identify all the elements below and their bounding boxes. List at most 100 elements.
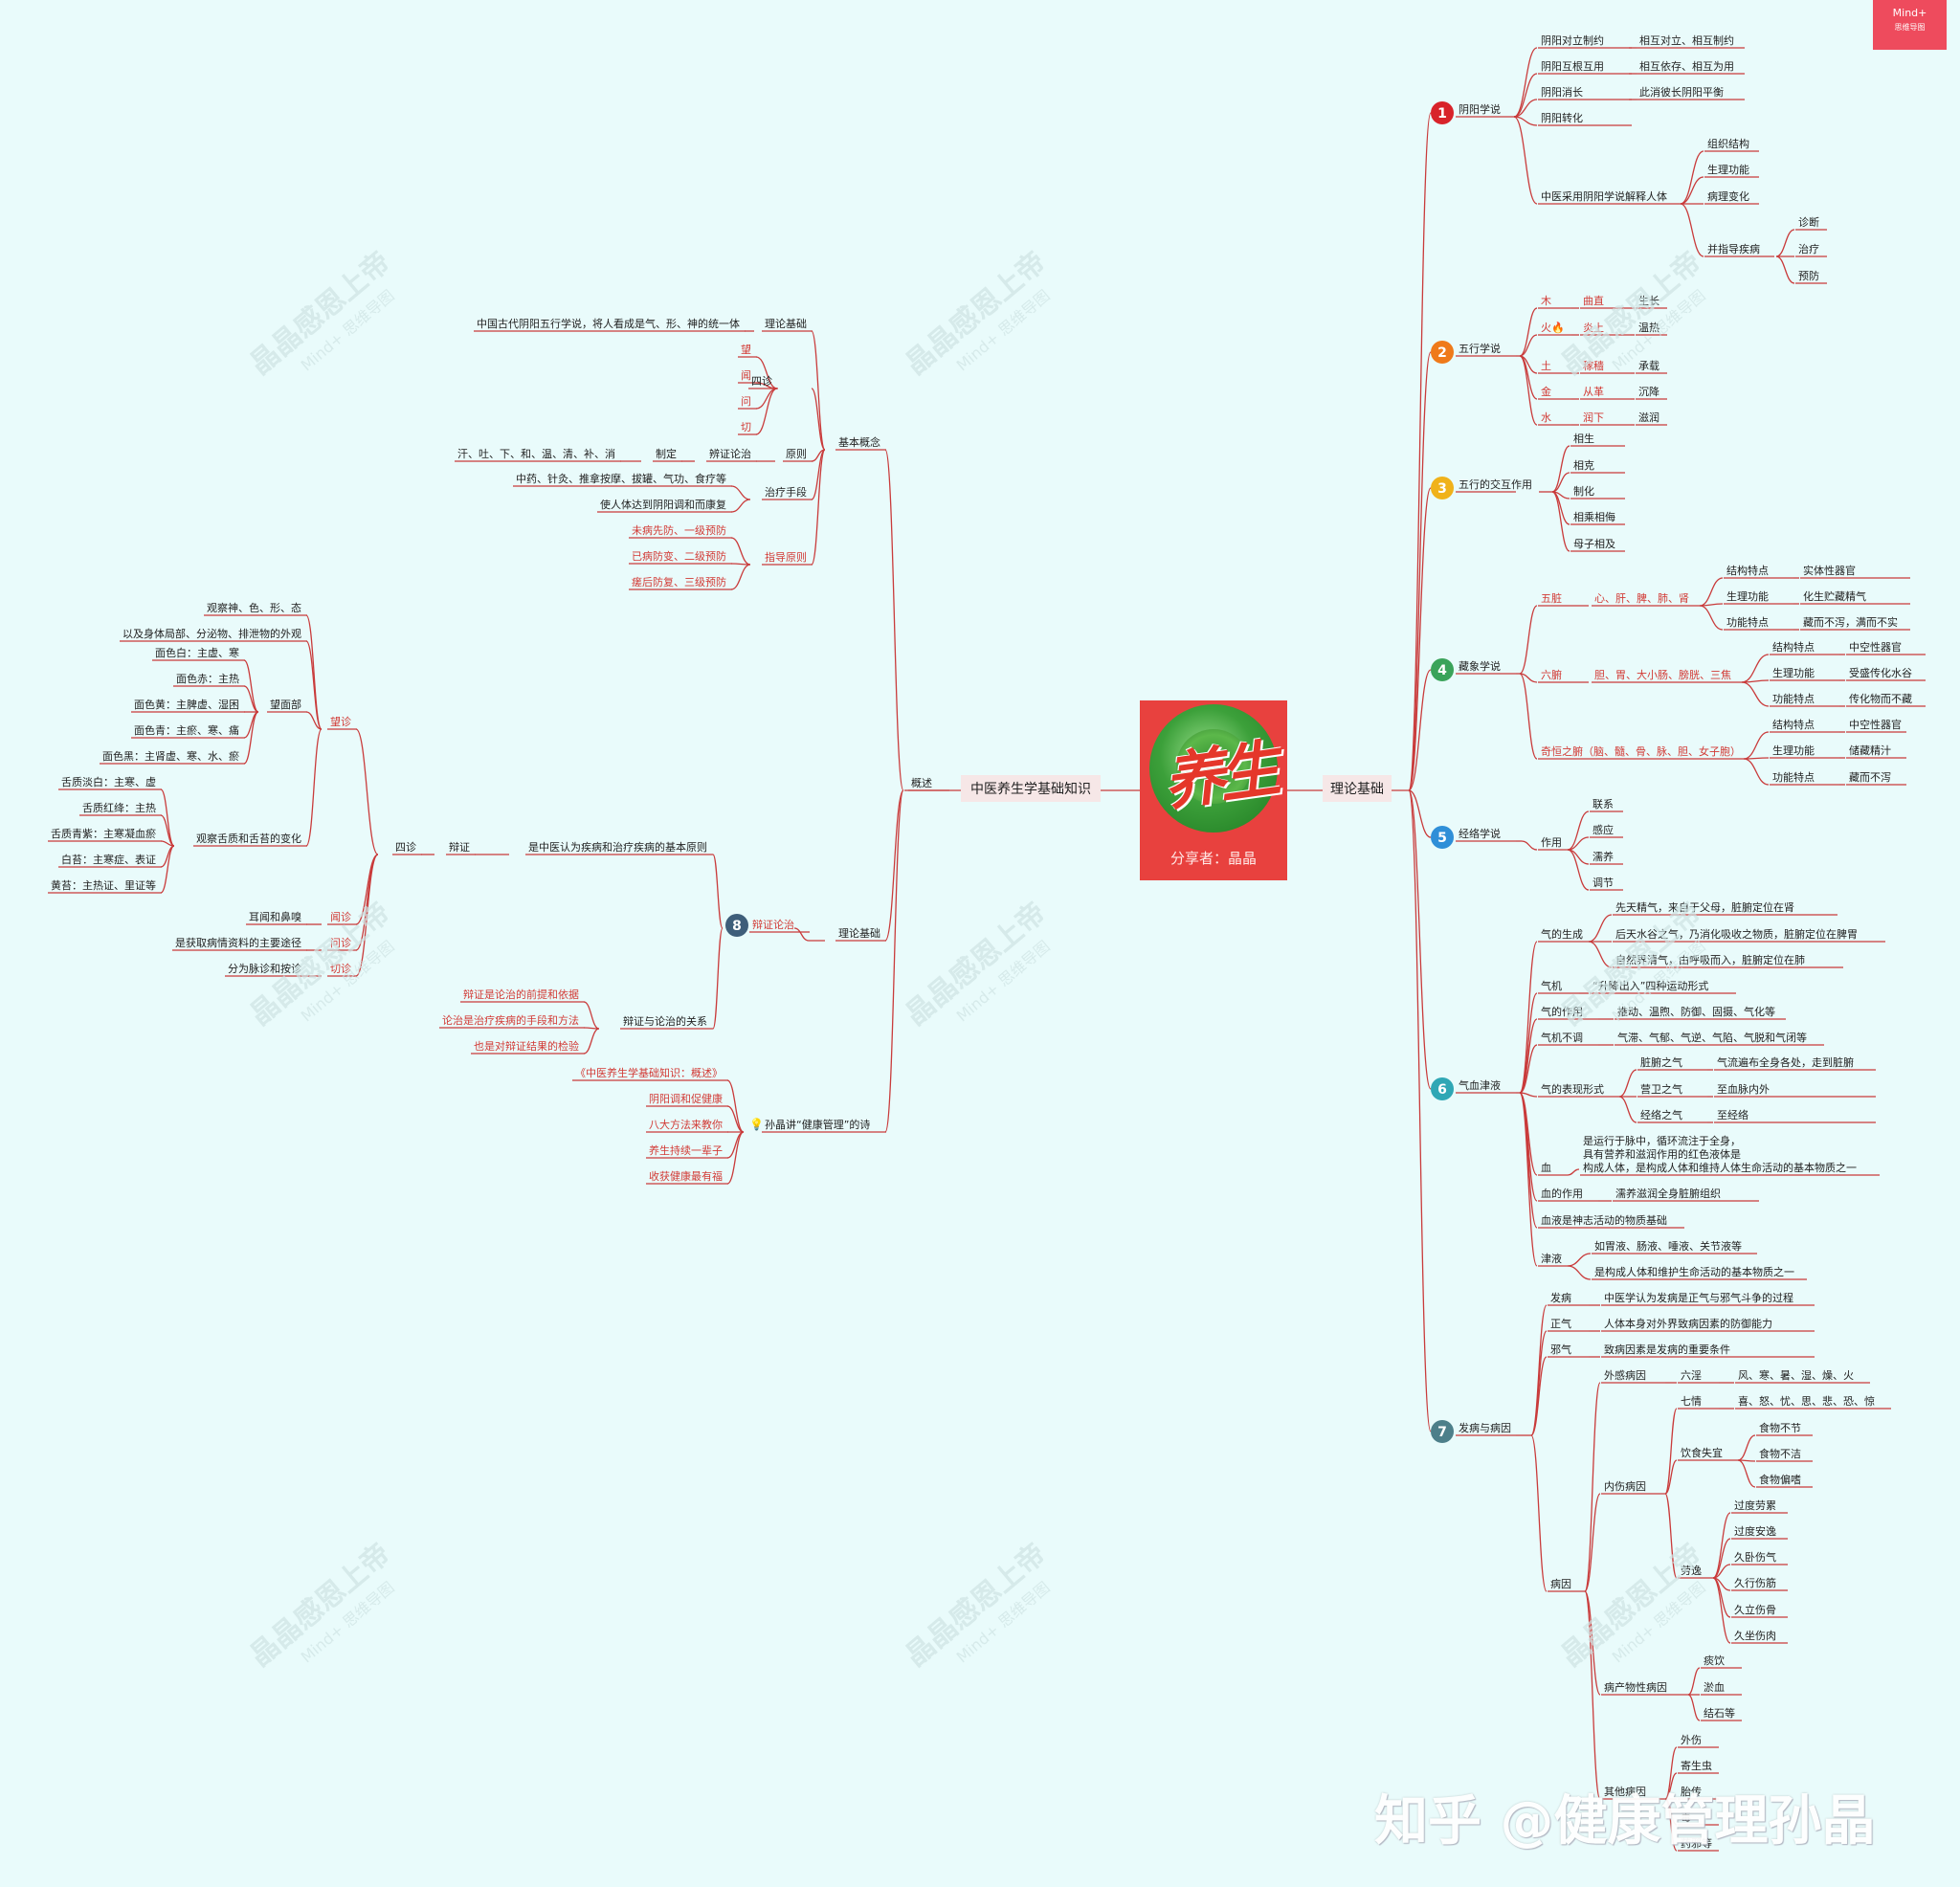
node-label[interactable]: 中空性器官 bbox=[1849, 718, 1902, 731]
node-label[interactable]: 结构特点 bbox=[1726, 564, 1769, 577]
node-label[interactable]: 气滞、气郁、气逆、气陷、气脱和气闭等 bbox=[1617, 1031, 1807, 1044]
node-label[interactable]: 储藏精汁 bbox=[1849, 744, 1891, 757]
node-label[interactable]: 血 bbox=[1541, 1161, 1551, 1174]
node-label[interactable]: 闻诊 bbox=[330, 910, 351, 923]
node-label[interactable]: 观察神、色、形、态 bbox=[207, 601, 301, 614]
branch-b3-label[interactable]: 五行的交互作用 bbox=[1459, 477, 1532, 491]
node-label[interactable]: 曲直 bbox=[1583, 294, 1604, 307]
node-label[interactable]: 劳逸 bbox=[1681, 1565, 1702, 1577]
node-label[interactable]: 辩证与论治的关系 bbox=[623, 1014, 707, 1028]
node-label[interactable]: 致病因素是发病的重要条件 bbox=[1604, 1343, 1730, 1356]
node-label[interactable]: 胎传 bbox=[1681, 1785, 1702, 1798]
node-label[interactable]: 推动、温煦、防御、固摄、气化等 bbox=[1617, 1005, 1775, 1018]
node-label[interactable]: 气机 bbox=[1541, 979, 1562, 992]
node-label[interactable]: 自然界清气，由呼吸而入，脏腑定位在肺 bbox=[1615, 953, 1805, 966]
node-label[interactable]: 辩证是论治的前提和依据 bbox=[463, 988, 579, 1001]
node-label[interactable]: 功能特点 bbox=[1726, 615, 1769, 629]
node-label[interactable]: 生理功能 bbox=[1772, 666, 1815, 679]
node-label[interactable]: 七情 bbox=[1681, 1395, 1702, 1408]
node-label[interactable]: 滋润 bbox=[1638, 411, 1659, 424]
node-label[interactable]: 五脏 bbox=[1541, 592, 1562, 605]
node-label[interactable]: 从革 bbox=[1583, 385, 1604, 398]
node-label[interactable]: 毒 bbox=[1681, 1811, 1691, 1824]
node-label[interactable]: 病因 bbox=[1550, 1577, 1571, 1590]
node-label[interactable]: 瘥后防复、三级预防 bbox=[632, 575, 726, 588]
node-label[interactable]: 面色白：主虚、寒 bbox=[155, 646, 239, 659]
branch-b1-label[interactable]: 阴阳学说 bbox=[1459, 102, 1501, 116]
node-label[interactable]: 理论基础 bbox=[765, 317, 807, 330]
node-label[interactable]: 原则 bbox=[786, 448, 807, 460]
node-label[interactable]: 化生贮藏精气 bbox=[1803, 589, 1866, 603]
node-label[interactable]: 是运行于脉中，循环流注于全身， bbox=[1583, 1134, 1741, 1147]
node-label[interactable]: 《中医养生学基础知识：概述》 bbox=[575, 1066, 723, 1079]
node-label[interactable]: 辩证 bbox=[449, 840, 470, 854]
node-label[interactable]: 指导原则 bbox=[765, 550, 807, 564]
node-label[interactable]: 中医学认为发病是正气与邪气斗争的过程 bbox=[1604, 1291, 1793, 1304]
node-label[interactable]: 具有营养和滋润作用的红色液体是 bbox=[1583, 1147, 1741, 1161]
node-label[interactable]: 母子相及 bbox=[1573, 538, 1615, 550]
node-label[interactable]: 病产物性病因 bbox=[1604, 1680, 1667, 1694]
node-label[interactable]: 功能特点 bbox=[1772, 692, 1815, 705]
node-label[interactable]: 观察舌质和舌苔的变化 bbox=[196, 832, 301, 845]
node-label[interactable]: 理论基础 bbox=[838, 926, 880, 940]
node-label[interactable]: 切 bbox=[741, 421, 751, 433]
node-label[interactable]: 阴阳对立制约 bbox=[1541, 33, 1604, 47]
node-label[interactable]: 病理变化 bbox=[1707, 189, 1749, 203]
node-label[interactable]: 使人体达到阴阳调和而康复 bbox=[600, 498, 726, 511]
main-node-right[interactable]: 理论基础 bbox=[1330, 781, 1384, 797]
node-label[interactable]: 功能特点 bbox=[1772, 770, 1815, 784]
node-label[interactable]: 阴阳消长 bbox=[1541, 85, 1583, 99]
node-label[interactable]: 结构特点 bbox=[1772, 718, 1815, 731]
node-label[interactable]: 邪气 bbox=[1550, 1343, 1571, 1356]
node-label[interactable]: 人体本身对外界致病因素的防御能力 bbox=[1604, 1317, 1772, 1330]
node-label[interactable]: 是中医认为疾病和治疗疾病的基本原则 bbox=[528, 840, 707, 854]
node-label[interactable]: 久行伤筋 bbox=[1734, 1576, 1776, 1589]
node-label[interactable]: 食物偏嗜 bbox=[1759, 1473, 1801, 1486]
node-label[interactable]: 相克 bbox=[1573, 459, 1594, 472]
center-node[interactable]: 养生 分享者：晶晶 bbox=[1140, 700, 1287, 880]
node-label[interactable]: 血液是神志活动的物质基础 bbox=[1541, 1213, 1667, 1227]
node-label[interactable]: 血的作用 bbox=[1541, 1187, 1583, 1200]
node-label[interactable]: 面色赤：主热 bbox=[176, 672, 239, 685]
node-label[interactable]: 药邪等 bbox=[1681, 1836, 1712, 1850]
node-label[interactable]: 问 bbox=[741, 395, 751, 408]
node-label[interactable]: 切诊 bbox=[330, 962, 351, 975]
node-label[interactable]: 气流遍布全身各处，走到脏腑 bbox=[1717, 1055, 1854, 1069]
node-label[interactable]: 汗、吐、下、和、温、清、补、消 bbox=[457, 447, 615, 460]
node-label[interactable]: 濡养 bbox=[1592, 850, 1614, 863]
node-label[interactable]: 藏而不泻，满而不实 bbox=[1803, 615, 1898, 629]
node-label[interactable]: 望 bbox=[741, 344, 751, 356]
node-label[interactable]: 面色青：主瘀、寒、痛 bbox=[134, 723, 239, 737]
node-label[interactable]: 舌质青紫：主寒凝血瘀 bbox=[51, 827, 156, 840]
node-label[interactable]: 金 bbox=[1541, 385, 1551, 398]
node-label[interactable]: 发病 bbox=[1550, 1291, 1571, 1304]
node-label[interactable]: 至血脉内外 bbox=[1717, 1082, 1770, 1096]
node-label[interactable]: 气的生成 bbox=[1541, 927, 1583, 941]
node-label[interactable]: 阴阳互根互用 bbox=[1541, 59, 1604, 73]
node-label[interactable]: 痰饮 bbox=[1704, 1654, 1725, 1667]
node-label[interactable]: 制化 bbox=[1573, 484, 1594, 498]
node-label[interactable]: 预防 bbox=[1798, 269, 1819, 282]
node-label[interactable]: 构成人体，是构成人体和维持人体生命活动的基本物质之一 bbox=[1583, 1161, 1857, 1174]
node-label[interactable]: 也是对辩证结果的检验 bbox=[474, 1039, 579, 1053]
node-label[interactable]: 问诊 bbox=[330, 936, 351, 949]
node-label[interactable]: 承载 bbox=[1638, 360, 1659, 372]
node-label[interactable]: 面色黑：主肾虚、寒、水、瘀 bbox=[102, 749, 239, 763]
node-label[interactable]: 至经络 bbox=[1717, 1108, 1748, 1121]
node-label[interactable]: 内伤病因 bbox=[1604, 1479, 1646, 1493]
node-label[interactable]: 结石等 bbox=[1704, 1706, 1735, 1720]
node-label[interactable]: 相互依存、相互为用 bbox=[1639, 59, 1734, 73]
node-label[interactable]: 生理功能 bbox=[1707, 163, 1749, 176]
node-label[interactable]: 温热 bbox=[1638, 322, 1659, 334]
node-label[interactable]: 生理功能 bbox=[1726, 589, 1769, 603]
node-label[interactable]: 此消彼长阴阳平衡 bbox=[1639, 85, 1724, 99]
node-label[interactable]: 寄生虫 bbox=[1681, 1759, 1712, 1772]
node-label[interactable]: 胆、胃、大小肠、膀胱、三焦 bbox=[1594, 668, 1731, 681]
node-label[interactable]: 喜、怒、忧、思、悲、恐、惊 bbox=[1738, 1394, 1875, 1408]
node-label[interactable]: 闻 bbox=[741, 368, 751, 382]
node-label[interactable]: 概述 bbox=[911, 777, 932, 789]
node-label[interactable]: 调节 bbox=[1592, 877, 1614, 889]
node-label[interactable]: 先天精气，来自于父母，脏腑定位在肾 bbox=[1615, 900, 1794, 914]
node-label[interactable]: 以及身体局部、分泌物、排泄物的外观 bbox=[122, 627, 301, 640]
node-label[interactable]: 组织结构 bbox=[1707, 137, 1749, 150]
